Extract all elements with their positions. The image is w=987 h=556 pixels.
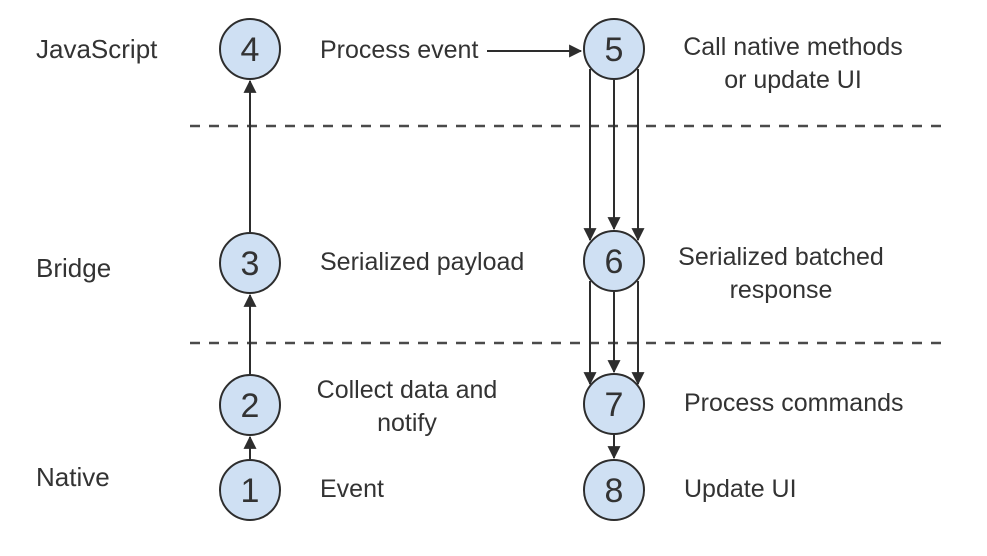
node-3-label: Serialized payload xyxy=(320,248,525,276)
node-2: 2 xyxy=(219,374,281,436)
node-7-label: Process commands xyxy=(684,389,904,417)
layer-label-native: Native xyxy=(36,462,110,492)
layer-label-javascript: JavaScript xyxy=(36,34,158,64)
node-3: 3 xyxy=(219,232,281,294)
node-5-label-line2: or update UI xyxy=(724,66,862,94)
node-4-label: Process event xyxy=(320,36,479,64)
layer-label-bridge: Bridge xyxy=(36,253,112,283)
node-1-number: 1 xyxy=(240,471,260,510)
node-5: 5 xyxy=(583,18,645,80)
node-1-label: Event xyxy=(320,475,384,503)
node-2-label: Collect data and notify xyxy=(297,374,517,440)
node-7-number: 7 xyxy=(604,385,624,424)
node-5-label: Call native methods or update UI xyxy=(673,31,913,97)
node-6-label-line2: response xyxy=(729,276,833,304)
node-8: 8 xyxy=(583,459,645,521)
node-1: 1 xyxy=(219,459,281,521)
node-2-label-line2: notify xyxy=(377,409,437,437)
node-8-number: 8 xyxy=(604,471,624,510)
node-6-number: 6 xyxy=(604,242,624,281)
node-6-label-line1: Serialized batched xyxy=(678,243,884,271)
node-6: 6 xyxy=(583,230,645,292)
node-5-label-line1: Call native methods xyxy=(683,33,903,61)
node-2-number: 2 xyxy=(240,386,260,425)
node-7: 7 xyxy=(583,373,645,435)
node-8-label: Update UI xyxy=(684,475,797,503)
node-3-number: 3 xyxy=(240,244,260,283)
node-6-label: Serialized batched response xyxy=(671,241,891,307)
node-4: 4 xyxy=(219,18,281,80)
node-5-number: 5 xyxy=(604,30,624,69)
node-4-number: 4 xyxy=(240,30,260,69)
node-2-label-line1: Collect data and xyxy=(316,376,498,404)
